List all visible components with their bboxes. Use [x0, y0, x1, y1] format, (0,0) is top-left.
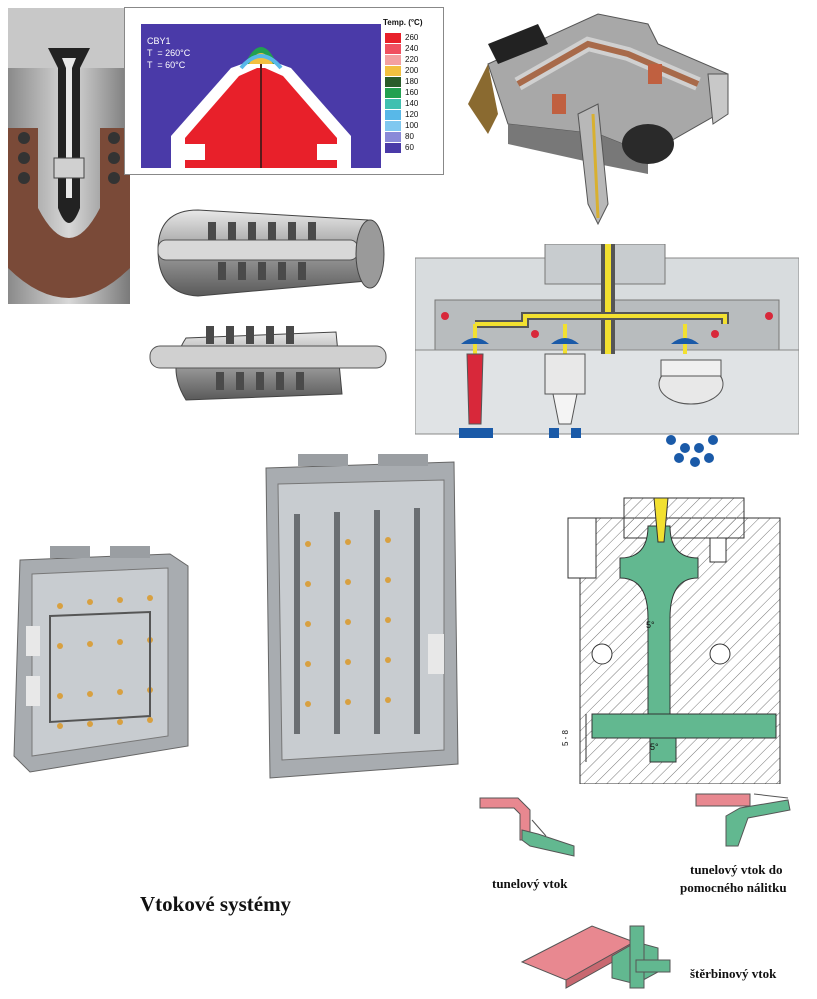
angle-label-1: 5° — [646, 620, 655, 630]
temp-legend-value: 60 — [405, 143, 414, 152]
temp-legend-swatch — [385, 98, 401, 109]
temp-legend-value: 120 — [405, 110, 419, 119]
temp-legend-swatch — [385, 87, 401, 98]
temp-legend-value: 200 — [405, 66, 419, 75]
slit-gate-caption: štěrbinový vtok — [690, 966, 777, 981]
heater-insert-photo-2 — [149, 326, 387, 401]
temp-legend-value: 240 — [405, 44, 419, 53]
temp-legend-row: 100 — [385, 120, 443, 131]
hot-runner-manifold-3d-cutaway — [468, 13, 729, 226]
temp-legend-swatch — [385, 120, 401, 131]
temp-legend-value: 80 — [405, 132, 414, 141]
temp-legend-row: 220 — [385, 54, 443, 65]
temp-legend-row: 140 — [385, 98, 443, 109]
temp-legend-row: 180 — [385, 76, 443, 87]
temp-legend-row: 120 — [385, 109, 443, 120]
heater-insert-photo-1 — [157, 209, 385, 297]
nozzle-tip-cutaway-photo — [8, 8, 130, 304]
temp-legend-value: 220 — [405, 55, 419, 64]
temp-legend-row: 80 — [385, 131, 443, 142]
temp-legend-swatch — [385, 65, 401, 76]
temp-legend-title: Temp. (°C) — [383, 18, 423, 27]
temp-legend-swatch — [385, 54, 401, 65]
temp-legend-row: 240 — [385, 43, 443, 54]
thermal-simulation-plot — [141, 24, 381, 168]
injection-mold-photo-2 — [265, 454, 459, 779]
temp-legend-row: 200 — [385, 65, 443, 76]
sprue-technical-drawing: 5° 5° 5 - 8 — [561, 497, 781, 784]
tunnel-gate-aux-caption-1: tunelový vtok do — [690, 862, 783, 877]
tunnel-gate-diagram — [479, 797, 575, 857]
slit-gate-diagram — [520, 925, 671, 989]
temp-legend-value: 180 — [405, 77, 419, 86]
temp-legend-swatch — [385, 43, 401, 54]
angle-label-2: 5° — [650, 742, 659, 752]
temp-legend-swatch — [385, 76, 401, 87]
thermal-simulation-panel: CBY1 T = 260°C T = 60°C Temp. (°C) 260 24… — [124, 7, 444, 175]
simulation-label: CBY1 — [147, 36, 171, 46]
tunnel-gate-aux-caption-2: pomocného nálitku — [680, 880, 787, 895]
temp-legend-swatch — [385, 32, 401, 43]
tunnel-gate-caption: tunelový vtok — [492, 876, 568, 891]
temp-legend-swatch — [385, 109, 401, 120]
simulation-melt-temp: T = 260°C — [147, 48, 191, 58]
page-title: Vtokové systémy — [140, 892, 292, 916]
temp-legend-swatch — [385, 131, 401, 142]
temp-legend-value: 140 — [405, 99, 419, 108]
temp-legend-value: 100 — [405, 121, 419, 130]
temp-legend-row: 60 — [385, 142, 443, 153]
temp-legend-value: 260 — [405, 33, 419, 42]
temp-legend: 260 240 220 200 180 160 140 120 100 80 60 — [385, 32, 443, 153]
temp-legend-value: 160 — [405, 88, 419, 97]
tunnel-gate-aux-riser-diagram — [695, 793, 791, 847]
temp-legend-row: 260 — [385, 32, 443, 43]
temp-legend-row: 160 — [385, 87, 443, 98]
dimension-label: 5 - 8 — [561, 729, 570, 746]
simulation-mold-temp: T = 60°C — [147, 60, 186, 70]
temp-legend-swatch — [385, 142, 401, 153]
injection-mold-photo-1 — [13, 546, 189, 773]
hot-runner-cross-section — [415, 244, 799, 467]
